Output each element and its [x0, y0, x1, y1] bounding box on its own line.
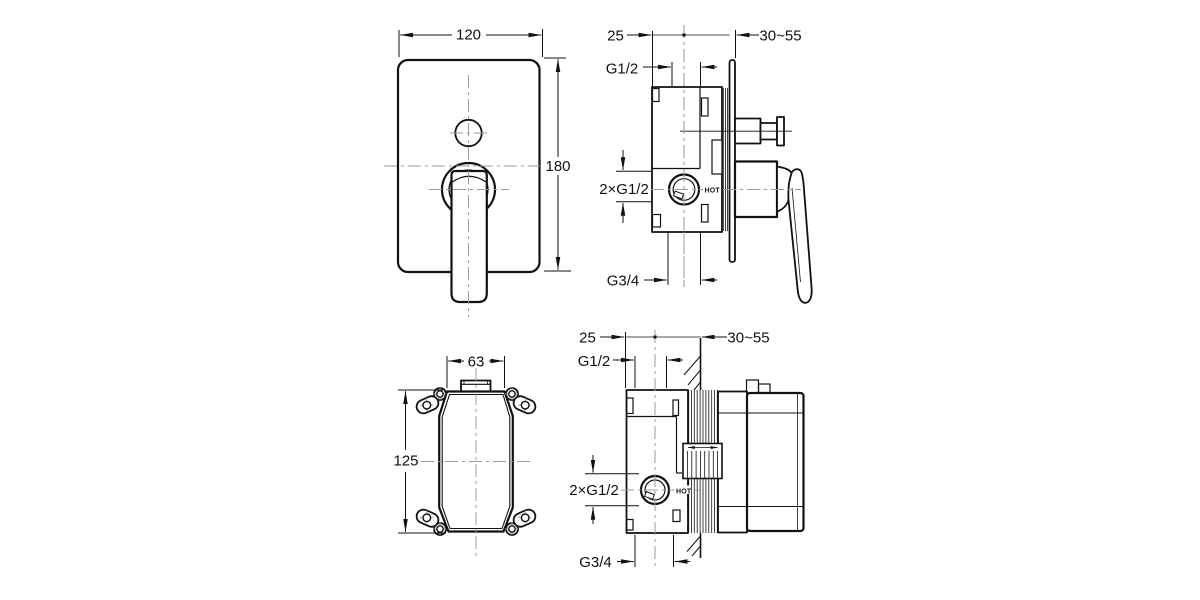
body-tab-bottom [625, 518, 634, 531]
dimension-inlets: 2×G1/2 [599, 150, 651, 223]
dimension-depth-range: 30~55 [701, 330, 770, 347]
cartridge-step [711, 139, 723, 175]
dim-text-g12: G1/2 [606, 61, 639, 78]
dim-text-30-55: 30~55 [759, 28, 801, 45]
thread-ribs [722, 88, 728, 231]
dimension-offset-25: 25 [579, 330, 701, 388]
body-tab-bottom [651, 213, 662, 228]
protection-sleeve [717, 379, 805, 534]
lever-handle-front [450, 169, 488, 304]
dimension-top-port: G1/2 [606, 61, 717, 86]
dim-text-2xg12: 2×G1/2 [599, 181, 649, 198]
dim-text-g34: G3/4 [579, 554, 612, 571]
port-slot-bottom [672, 509, 681, 523]
dimension-width-63: 63 [446, 354, 505, 388]
dimension-depth-range: 30~55 [735, 28, 802, 58]
box-outline-inner [441, 393, 511, 530]
dimension-bottom-port: G3/4 [579, 535, 690, 571]
depth-adjuster-slider [682, 442, 723, 480]
ear-screw-holes [420, 387, 532, 536]
dimension-width-120: 120 [398, 27, 543, 57]
hot-label: HOT [676, 488, 692, 495]
side-view-trim: HOT 25 30~55 G1/2 2×G1/2 [599, 25, 813, 304]
valve-body [651, 86, 723, 233]
body-tab-top [651, 87, 660, 103]
port-key-tab [643, 491, 655, 500]
dim-text-g12: G1/2 [578, 353, 611, 370]
dimension-height-180: 180 [544, 57, 571, 272]
dim-text-width: 120 [456, 27, 481, 44]
dimension-height-125: 125 [393, 389, 446, 534]
dim-text-63: 63 [468, 354, 485, 371]
dim-text-25: 25 [607, 28, 624, 45]
dim-text-30-55: 30~55 [727, 330, 769, 347]
dim-text-g34: G3/4 [607, 273, 640, 290]
lever-handle-side [787, 168, 813, 304]
port-slot-bottom [700, 203, 709, 223]
front-view-trim: 120 180 [384, 27, 571, 317]
hot-label: HOT [705, 187, 721, 194]
port-key-tab [672, 190, 685, 200]
box-body-side [625, 389, 689, 534]
dim-text-2xg12: 2×G1/2 [569, 482, 619, 499]
dim-text-height: 180 [545, 158, 570, 175]
body-tab-top [625, 397, 634, 415]
front-view-rough-in-box: 63 125 [393, 354, 537, 556]
dimension-offset-25: 25 [607, 28, 730, 86]
port-slot-top [700, 97, 709, 117]
port-slot-top [672, 399, 680, 417]
dimension-inlets: 2×G1/2 [569, 455, 639, 524]
wall-section [683, 338, 702, 558]
dim-text-125: 125 [393, 453, 418, 470]
dim-text-25: 25 [579, 330, 596, 347]
dimension-bottom-port: G3/4 [607, 232, 717, 290]
dimension-top-port: G1/2 [578, 353, 683, 388]
side-view-rough-in-box: HOT 25 30~55 G1/2 2×G1/2 [569, 330, 805, 571]
